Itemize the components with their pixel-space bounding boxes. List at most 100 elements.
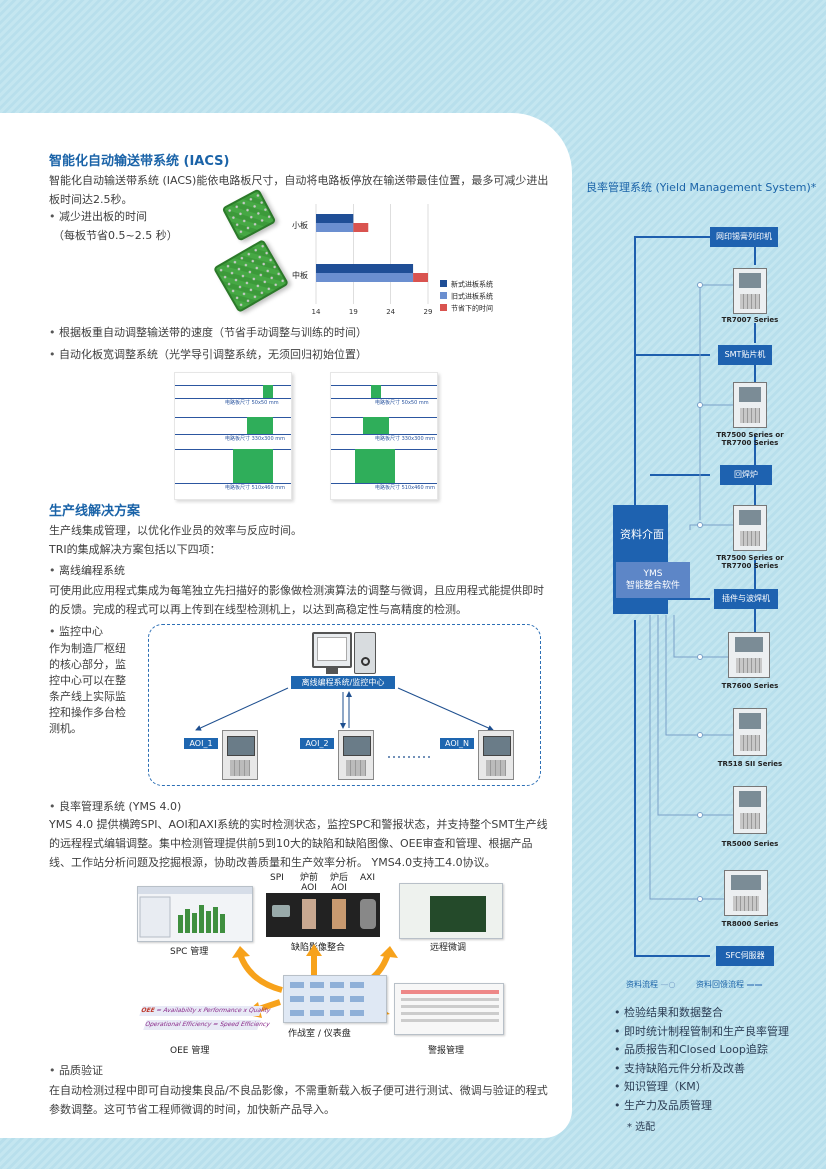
series-tr7700-2: TR7700 Series [721,562,779,570]
legend-thick-line-icon: —— [746,980,763,989]
monitor-center-label: 离线编程系统/监控中心 [291,676,395,689]
bar-old-system [316,223,354,232]
pc-tower-icon [354,632,376,674]
x-tick-label: 14 [312,308,321,316]
defect-image-pre-aoi [302,899,316,929]
oee-word: Performance [202,1007,243,1014]
oee-word: OEE [139,1007,156,1014]
aoi-1-tag: AOI_1 [184,738,218,749]
defect-header-axi: AXI [360,873,375,883]
legend-label: 新式进板系统 [451,280,493,289]
board-size-label: 电路板尺寸 50x50 mm [225,400,279,406]
series-tr5000: TR5000 Series [721,840,779,848]
spc-caption: SPC 管理 [170,947,209,957]
board-small [371,385,381,398]
defect-image-spi [272,905,290,917]
oee-diagram: OEE = Availability x Performance x Quali… [139,1004,272,1032]
rail-line [331,385,437,386]
legend-feedback-flow: 资料回馈流程 —— [696,979,763,990]
machine-tr7500-1 [733,382,767,428]
machine-tr7007 [733,268,767,314]
monitor-stand [326,668,338,674]
offline-text: 可使用此应用程式集成为每笔独立先扫描好的影像做检测演算法的调整与微调，且应用程式… [49,584,544,616]
remote-board-image [430,896,486,932]
yms40-title: 良率管理系统 (YMS 4.0) [49,798,181,816]
power-button-icon [361,657,370,666]
defect-images-strip [266,893,380,937]
aoi-n-tag: AOI_N [440,738,474,749]
board-small [263,385,273,398]
data-interface-label: 资料介面 [620,528,664,541]
yms40-text: YMS 4.0 提供横跨SPI、AOI和AXI系统的实时检测状态，监控SPC和警… [49,818,548,869]
defect-image-post-aoi [332,899,346,929]
series-tr7500-1: TR7500 Series or [716,431,784,439]
station-reflow: 回焊炉 [720,465,772,485]
board-size-label: 电路板尺寸 330x300 mm [375,436,435,442]
yms-benefit-list: 检验结果和数据整合 即时统计制程管制和生产良率管理 品质报告和Closed Lo… [614,1004,789,1115]
board-size-label: 电路板尺寸 510x460 mm [225,485,285,491]
rail-line [331,483,437,484]
legend-thin-line-icon: —○ [660,980,676,989]
aoi-2-tag: AOI_2 [300,738,334,749]
x-tick-label: 29 [424,308,433,316]
machine-tr7500-2 [733,505,767,551]
x-tick-label: 24 [386,308,395,316]
legend-swatch [440,304,447,311]
bar-new-system [316,264,414,273]
monitor-title: 监控中心 [49,623,103,641]
station-smt: SMT贴片机 [718,345,772,365]
alarm-row [401,1005,499,1008]
monitor-diagram-frame [148,624,541,786]
machine-tr7600 [728,632,770,678]
yms-box-line-1: YMS [643,569,663,579]
iacs-bullet-1-sub: （每板节省0.5~2.5 秒） [53,229,178,242]
board-large [233,449,273,483]
width-adjust-panel-right: 电路板尺寸 50x50 mm 电路板尺寸 330x300 mm 电路板尺寸 51… [330,372,438,500]
alarm-row [401,990,499,994]
legend-label: 节省下的时间 [451,304,493,313]
category-label: 小板 [292,220,308,230]
category-label: 中板 [292,270,308,280]
oee-row-2: Operational Efficiency = Speed Efficienc… [143,1020,271,1030]
series-tr7007: TR7007 Series [721,316,779,324]
line-solution-intro-2: TRI的集成解决方案包括以下四项： [49,543,221,556]
rail-line [175,417,291,418]
series-tr7600: TR7600 Series [721,682,779,690]
yms-panel-title: 良率管理系统 (Yield Management System)* [586,181,817,194]
line-solution-intro-1: 生产线集成管理，以优化作业员的效率与反应时间。 [49,524,302,537]
benefit-item: 生产力及品质管理 [614,1097,789,1116]
legend-data-flow: 资料流程 —○ [626,979,676,990]
quality-title: 品质验证 [49,1062,103,1080]
rail-line [175,385,291,386]
board-size-label: 电路板尺寸 330x300 mm [225,436,285,442]
benefit-item: 知识管理（KM） [614,1078,789,1097]
alarm-row [401,1012,499,1015]
board-large [355,449,395,483]
dashboard-screenshot [283,975,387,1023]
monitor-arrows [195,687,494,758]
legend-feedback-label: 资料回馈流程 [696,980,744,989]
rail-line [331,398,437,399]
machine-tr8000 [724,870,768,916]
board-size-label: 电路板尺寸 510x460 mm [375,485,435,491]
series-tr7700-1: TR7700 Series [721,439,779,447]
alarm-caption: 警报管理 [428,1046,465,1056]
spc-mini-chart [138,887,252,938]
legend-swatch [440,280,447,287]
offline-title: 离线编程系统 [49,562,125,580]
dashboard-mini [290,982,364,1016]
bar-saved-time [413,273,428,282]
oee-word: Quality [247,1007,272,1014]
yms-flow-lines [634,236,756,957]
dashboard-caption: 作战室 / 仪表盘 [288,1029,351,1039]
series-tr7500-2: TR7500 Series or [716,554,784,562]
iacs-bullet-1: 减少进出板的时间 [49,208,147,226]
series-tr518: TR518 SII Series [717,760,783,768]
legend-swatch [440,292,447,299]
bar-new-system [316,214,354,223]
line-solution-title: 生产线解决方案 [49,504,141,519]
rail-line [175,483,291,484]
defect-header-spi: SPI [270,873,284,883]
machine-tr518 [733,708,767,756]
